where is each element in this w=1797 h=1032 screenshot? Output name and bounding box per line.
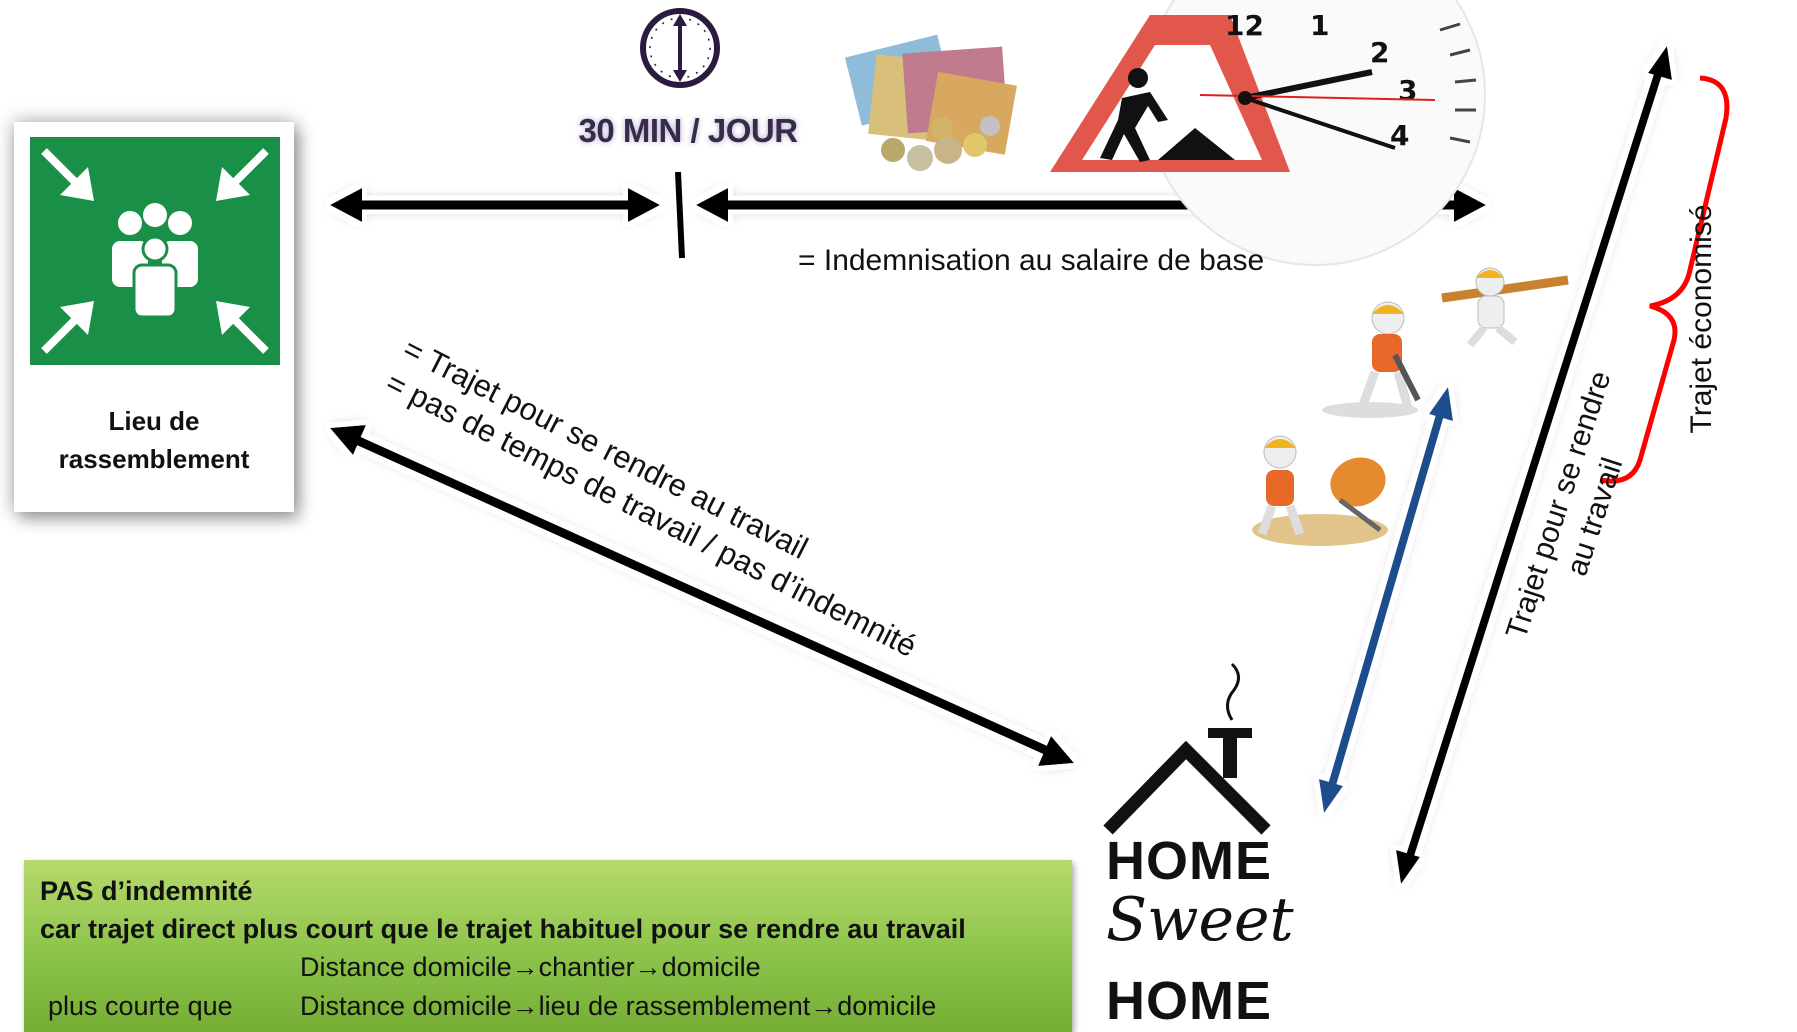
- divider-tick: [675, 171, 685, 259]
- base-salary-caption: = Indemnisation au salaire de base: [798, 244, 1265, 277]
- info-box-shorter-than: plus courte que: [48, 991, 233, 1021]
- info-box-distance-assembly: Distance domicile→lieu de rassemblement→…: [300, 991, 937, 1021]
- home-sign-bottom: HOME: [1106, 971, 1272, 1031]
- assembly-point-card: Lieu de rassemblement: [14, 122, 294, 512]
- blue-arrow: [1319, 387, 1453, 813]
- time-per-day-label: 30 MIN / JOUR: [578, 112, 798, 149]
- saved-trip-caption: Trajet économisé: [1685, 204, 1718, 434]
- info-box-distance-site: Distance domicile→chantier→domicile: [300, 952, 761, 982]
- svg-text:12: 12: [1225, 9, 1264, 42]
- home-sign-sweet: Sweet: [1106, 885, 1294, 955]
- info-box-title: PAS d’indemnité: [40, 876, 253, 906]
- roadwork-clock-icon: 12 1 2 3 4: [1050, 0, 1486, 266]
- long-black-arrow: [1396, 46, 1672, 884]
- svg-text:1: 1: [1310, 9, 1329, 42]
- info-box-reason: car trajet direct plus court que le traj…: [40, 914, 966, 944]
- top-left-arrow: [330, 188, 660, 222]
- no-compensation-info-box: PAS d’indemnité car trajet direct plus c…: [24, 860, 1072, 1032]
- svg-text:2: 2: [1370, 36, 1389, 69]
- home-sign-top: HOME: [1106, 831, 1272, 891]
- svg-text:3: 3: [1398, 74, 1417, 107]
- svg-text:4: 4: [1390, 119, 1409, 152]
- construction-workers-icon: [1252, 267, 1569, 546]
- money-icon: [844, 34, 1017, 171]
- assembly-point-label: Lieu de rassemblement: [58, 406, 250, 474]
- assembly-point-icon: [41, 148, 269, 354]
- clock-icon: [640, 8, 720, 88]
- red-brace: [1599, 75, 1730, 484]
- house-icon: [1103, 662, 1271, 835]
- diagonal-arrow: [330, 425, 1074, 766]
- assembly-point-sign: [30, 137, 280, 365]
